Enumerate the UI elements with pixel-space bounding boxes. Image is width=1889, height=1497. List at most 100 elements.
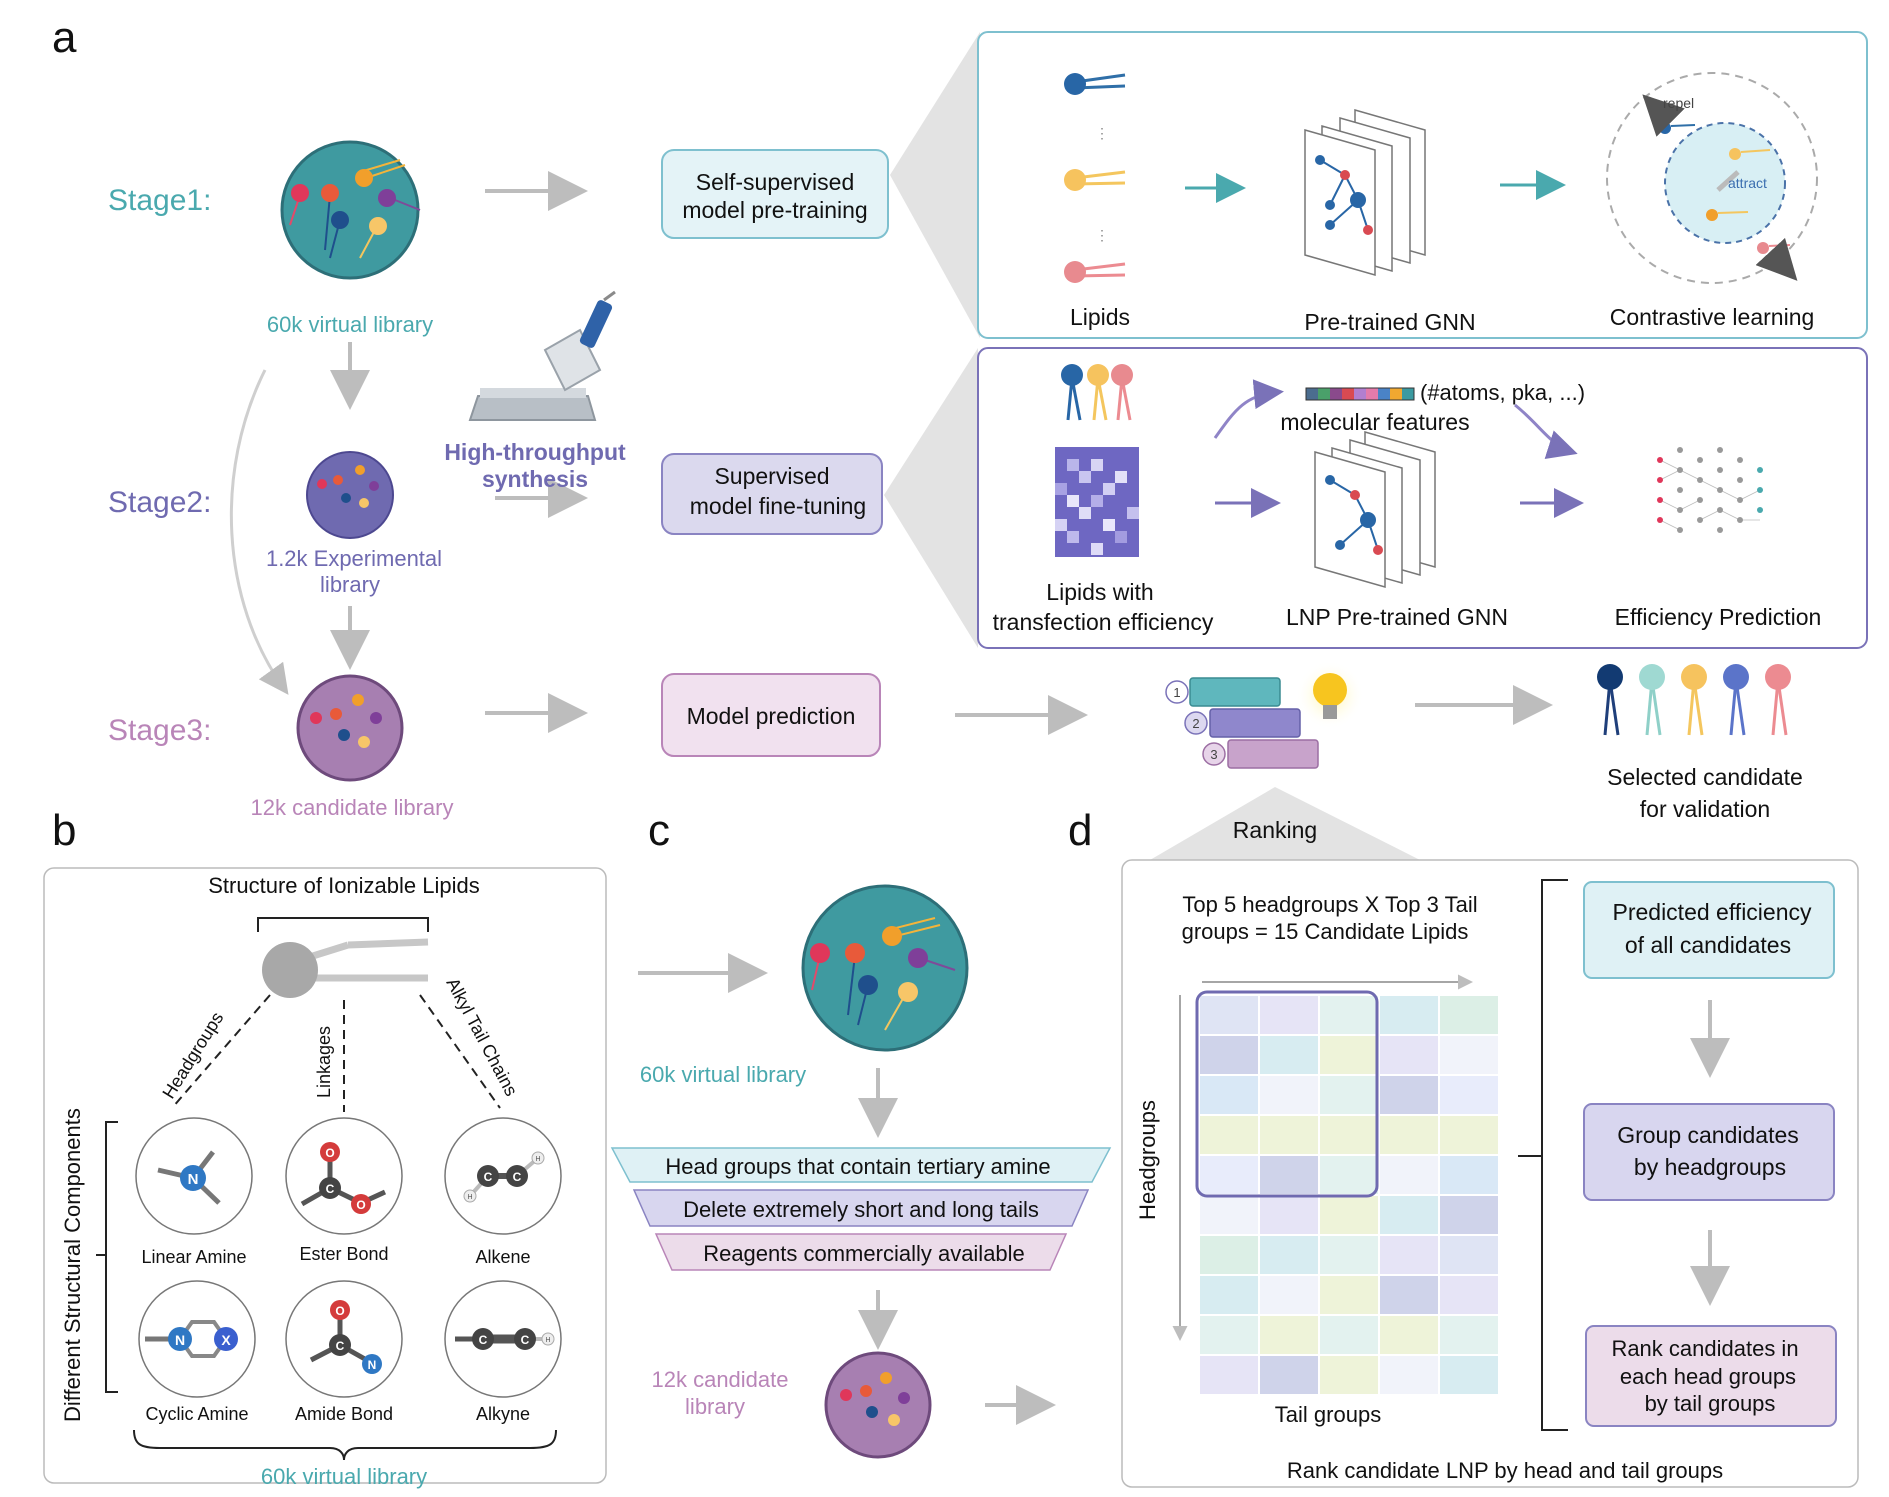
- svg-text:⋮: ⋮: [1095, 227, 1109, 243]
- virtual-library-label: 60k virtual library: [267, 312, 433, 337]
- panel-b-footer: 60k virtual library: [261, 1464, 427, 1489]
- heatmap-cell: [1380, 1276, 1438, 1314]
- heatmap-cell: [1200, 1156, 1258, 1194]
- heatmap-cell: [1260, 1076, 1318, 1114]
- component-ester-bond: Ester Bond: [299, 1244, 388, 1264]
- heatmap-cell: [1380, 1196, 1438, 1234]
- atom-c-alkene-2: C: [513, 1170, 522, 1184]
- filter-3-shape: [654, 1233, 1068, 1271]
- filter-2-label: Delete extremely short and long tails: [683, 1197, 1039, 1222]
- attract-label: attract: [1728, 175, 1767, 191]
- atom-c-alkyne-1: C: [479, 1333, 488, 1347]
- alkene-icon: [463, 1151, 545, 1203]
- bottom-bracket: [133, 1429, 557, 1461]
- experimental-library-circle: [306, 451, 394, 539]
- component-amide-bond: Amide Bond: [295, 1404, 393, 1424]
- heatmap-cell: [1440, 1196, 1498, 1234]
- heatmap-cell: [1260, 1156, 1318, 1194]
- gnn-label: Pre-trained GNN: [1304, 309, 1475, 335]
- component-linear-amine: Linear Amine: [141, 1247, 246, 1267]
- filter-1-label: Head groups that contain tertiary amine: [665, 1154, 1050, 1179]
- heatmap-cell: [1320, 1276, 1378, 1314]
- stage3-label: Stage3:: [108, 714, 211, 747]
- atom-c-ester: C: [326, 1182, 335, 1196]
- selected-label-2: for validation: [1640, 796, 1770, 822]
- heatmap-cell: [1380, 1356, 1438, 1394]
- heatmap-cell: [1260, 1316, 1318, 1354]
- heatmap-cell: [1380, 1076, 1438, 1114]
- arrow-features-to-prediction: [1514, 403, 1578, 459]
- atom-x-cyclic: X: [221, 1332, 231, 1348]
- structure-title: Structure of Ionizable Lipids: [208, 873, 480, 898]
- step-3-box: [1585, 1325, 1837, 1427]
- heatmap-cell: [1380, 1036, 1438, 1074]
- step-2-box: [1583, 1103, 1835, 1201]
- heatmap-cell: [1380, 1116, 1438, 1154]
- lipids-eff-label-1: Lipids with: [1046, 579, 1153, 605]
- d-heading-2: groups = 15 Candidate Lipids: [1182, 919, 1469, 944]
- components-side-label: Different Structural Components: [60, 1108, 85, 1422]
- features-text: (#atoms, pka, ...): [1420, 380, 1585, 405]
- alkyne-icon: [455, 1328, 555, 1350]
- arrow-to-features: [1213, 379, 1284, 439]
- atom-n-cyclic: N: [175, 1332, 185, 1348]
- heatmap-cell: [1200, 1316, 1258, 1354]
- pretrain-label-1: Self-supervised: [696, 169, 855, 195]
- step-2-label-1: Group candidates: [1617, 1122, 1799, 1148]
- zoom-wedge-finetune: [884, 348, 978, 648]
- heatmap-cell: [1440, 1076, 1498, 1114]
- pipette-icon: [468, 290, 616, 421]
- arrow-stage1-to-stage3-curve: [229, 369, 289, 695]
- contrastive-diagram: [1606, 72, 1818, 284]
- rank-1: 1: [1173, 685, 1180, 700]
- component-alkyne: Alkyne: [476, 1404, 530, 1424]
- stage1-label: Stage1:: [108, 184, 211, 217]
- atom-o-amide: O: [335, 1304, 344, 1318]
- zoom-wedge-pretrain: [890, 32, 980, 338]
- finetune-label-2: model fine-tuning: [690, 493, 866, 519]
- lightbulb-icon: [1296, 661, 1364, 729]
- ester-bond-icon: [300, 1142, 387, 1214]
- atom-h-alkene-2: H: [535, 1156, 540, 1163]
- d-heading-1: Top 5 headgroups X Top 3 Tail: [1182, 892, 1477, 917]
- lipid-icons-stack: ⋮ ⋮: [1064, 73, 1126, 283]
- component-alkene: Alkene: [475, 1247, 530, 1267]
- heatmap-cell: [1200, 1196, 1258, 1234]
- heatmap-cell: [1260, 996, 1318, 1034]
- components-side-bracket: [96, 1121, 118, 1393]
- selected-label-1: Selected candidate: [1607, 764, 1803, 790]
- step-2-label-2: by headgroups: [1634, 1154, 1786, 1180]
- panel-label-a: a: [52, 13, 77, 62]
- lnp-gnn-graph-icon: [1314, 431, 1436, 588]
- heatmap-cell: [1200, 1036, 1258, 1074]
- filter-2-shape: [632, 1189, 1090, 1227]
- lipids-label: Lipids: [1070, 304, 1130, 330]
- lipid-trio-icon: [1061, 364, 1133, 421]
- heatmap-grid: [1200, 996, 1498, 1394]
- step-1-label-2: of all candidates: [1625, 932, 1791, 958]
- heatmap-cell: [1200, 1116, 1258, 1154]
- heatmap-cell: [1200, 1236, 1258, 1274]
- hts-label-1: High-throughput: [444, 439, 626, 465]
- d-footer: Rank candidate LNP by head and tail grou…: [1287, 1458, 1723, 1483]
- linkages-label: Linkages: [314, 1026, 334, 1098]
- atom-n-linear: N: [188, 1171, 199, 1188]
- molecular-features-label: molecular features: [1280, 409, 1469, 435]
- heatmap-cell: [1380, 996, 1438, 1034]
- heatmap-cell: [1440, 1036, 1498, 1074]
- hts-label-2: synthesis: [482, 466, 588, 492]
- heatmap-cell: [1380, 1236, 1438, 1274]
- zoom-wedge-ranking: [1150, 787, 1420, 860]
- selected-lipids-icon: [1597, 664, 1791, 736]
- heatmap-cell: [1440, 1276, 1498, 1314]
- lipid-skeleton-icon: [262, 938, 429, 998]
- pretrain-box: [661, 149, 889, 239]
- heatmap-cell: [1440, 1356, 1498, 1394]
- efficiency-prediction-label: Efficiency Prediction: [1615, 604, 1822, 630]
- top-selection-box: [1195, 990, 1379, 1198]
- heatmap-cell: [1260, 1196, 1318, 1234]
- atom-c-alkyne-2: C: [521, 1333, 530, 1347]
- heatmap-cell: [1200, 996, 1258, 1034]
- heatmap-cell: [1440, 1236, 1498, 1274]
